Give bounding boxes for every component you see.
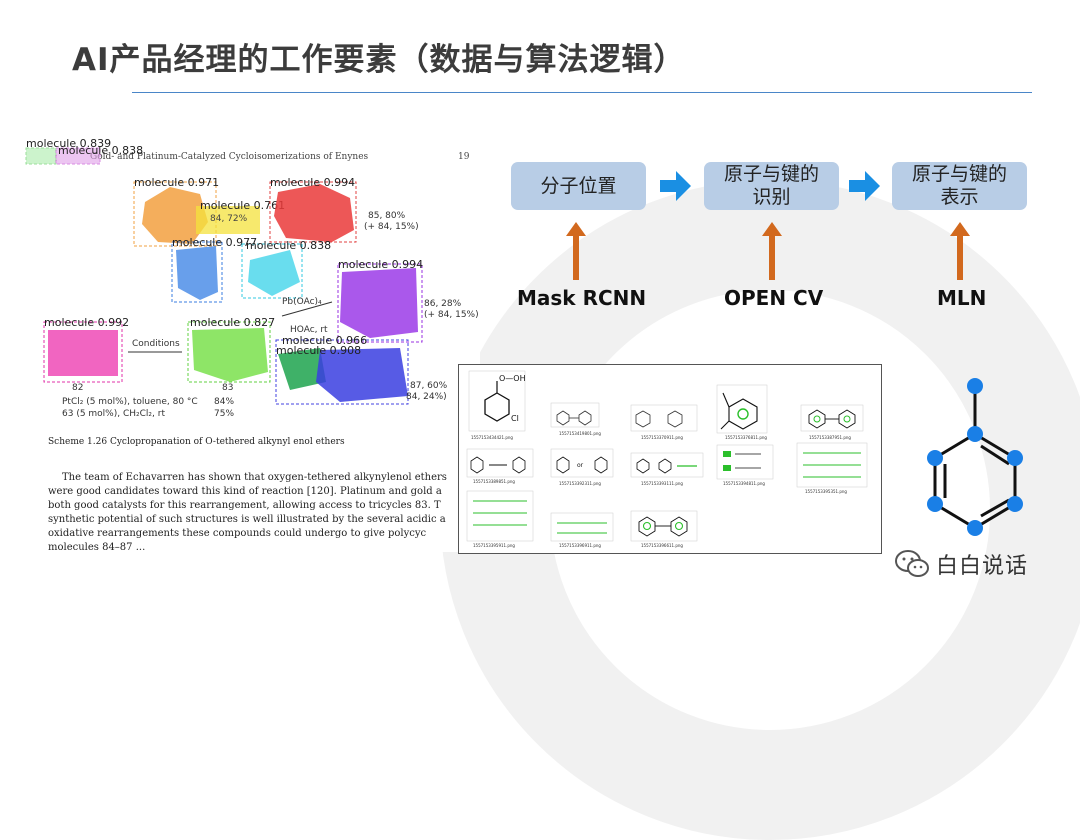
scheme-caption: Scheme 1.26 Cyclopropanation of O-tether… xyxy=(48,437,345,447)
annotation-85: 85, 80% xyxy=(368,211,406,221)
annotation-84: 84, 72% xyxy=(210,214,248,224)
detection-label-5: molecule 0.761 xyxy=(200,199,285,212)
method-mask-rcnn: Mask RCNN xyxy=(517,286,647,310)
detection-label-4: molecule 0.994 xyxy=(270,176,355,189)
molecule-thumbnail xyxy=(716,384,768,434)
detection-label-8: molecule 0.994 xyxy=(338,258,423,271)
body-line-6: molecules 84–87 ... xyxy=(48,542,145,552)
molecule-thumbnail xyxy=(630,510,698,542)
condition-ptcl: PtCl₂ (5 mol%), toluene, 80 °C xyxy=(62,397,198,407)
body-line-5: oxidative rearrangements these compounds… xyxy=(48,528,427,539)
molecule-thumbnail: or xyxy=(550,448,614,478)
thumb-cl-label: Cl xyxy=(511,414,519,423)
title-divider xyxy=(132,92,1032,93)
thumb-caption: 1557153419801.png xyxy=(559,431,601,436)
arrow-up-icon xyxy=(762,222,782,280)
arrow-up-icon xyxy=(950,222,970,280)
molecule-thumbnail xyxy=(466,490,534,542)
molecule-thumbnail xyxy=(716,444,774,480)
annotation-82: 82 xyxy=(72,383,83,393)
molecule-thumbnail xyxy=(630,452,704,478)
molecule-graph-diagram xyxy=(927,378,1023,536)
annotation-conditions: Conditions xyxy=(132,339,180,349)
annotation-87b: 84, 24%) xyxy=(406,392,447,402)
thumb-caption: 1557153396911.png xyxy=(559,543,601,548)
detection-label-2: molecule 0.838 xyxy=(58,144,143,157)
detection-label-1: molecule 0.839 xyxy=(26,137,111,150)
body-line-4: synthetic potential of such structures i… xyxy=(48,514,446,525)
detection-label-9: molecule 0.992 xyxy=(44,316,129,329)
thumb-caption: 1557153434421.png xyxy=(471,435,513,440)
molecule-thumbnail xyxy=(550,512,614,542)
detection-label-3: molecule 0.971 xyxy=(134,176,219,189)
thumb-caption: 1557153389851.png xyxy=(473,479,515,484)
annotation-86b: (+ 84, 15%) xyxy=(424,310,479,320)
thumb-caption: 1557153396611.png xyxy=(641,543,683,548)
atom-node xyxy=(967,520,983,536)
molecule-thumbnail: O—OH Cl xyxy=(468,370,526,432)
annotation-86: 86, 28% xyxy=(424,299,462,309)
atom-node xyxy=(967,426,983,442)
detection-label-6: molecule 0.977 xyxy=(172,236,257,249)
arrow-right-icon xyxy=(660,171,691,201)
thumb-caption: 1557153376811.png xyxy=(725,435,767,440)
step-atom-bond-recognition: 原子与键的 识别 xyxy=(704,162,839,210)
method-mln: MLN xyxy=(937,286,987,310)
molecule-thumbnail xyxy=(796,442,868,488)
brand-watermark: 白白说话 xyxy=(894,548,1028,580)
brand-name: 白白说话 xyxy=(936,554,1029,579)
wechat-icon xyxy=(895,550,929,577)
annotation-pb: Pb(OAc)₄ xyxy=(282,297,322,307)
paper-page-number: 19 xyxy=(458,152,470,162)
molecule-thumbnail xyxy=(630,404,698,432)
thumb-caption: 1557153393111.png xyxy=(641,481,683,486)
molecule-thumbnail xyxy=(466,448,534,478)
detection-label-12: molecule 0.908 xyxy=(276,344,361,357)
thumb-caption: 1557153395911.png xyxy=(473,543,515,548)
thumb-caption: 1557153394811.png xyxy=(723,481,765,486)
molecule-thumbnail xyxy=(550,402,600,428)
paper-detection-image: Gold- and Platinum-Catalyzed Cycloisomer… xyxy=(20,132,480,553)
atom-node xyxy=(927,450,943,466)
condition-ptcl-yield: 84% xyxy=(214,397,234,407)
atom-node xyxy=(1007,496,1023,512)
arrow-right-icon xyxy=(849,171,880,201)
thumb-or-label: or xyxy=(577,462,584,469)
step-atom-bond-representation: 原子与键的 表示 xyxy=(892,162,1027,210)
thumb-cooh-label: O—OH xyxy=(499,374,526,383)
detection-label-7: molecule 0.838 xyxy=(246,239,331,252)
annotation-83: 83 xyxy=(222,383,233,393)
condition-au-yield: 75% xyxy=(214,409,234,419)
thumb-caption: 1557153392311.png xyxy=(559,481,601,486)
thumb-caption: 1557153387951.png xyxy=(809,435,851,440)
atom-node xyxy=(927,496,943,512)
body-line-2: were good candidates toward this kind of… xyxy=(48,486,442,497)
detection-label-11: molecule 0.966 xyxy=(282,334,367,347)
thumb-caption: 1557153395351.png xyxy=(805,489,847,494)
annotation-87: 87, 60% xyxy=(410,381,448,391)
paper-header: Gold- and Platinum-Catalyzed Cycloisomer… xyxy=(90,152,369,162)
arrow-up-icon xyxy=(566,222,586,280)
annotation-85b: (+ 84, 15%) xyxy=(364,222,419,232)
body-line-3: both good catalysts for this rearrangeme… xyxy=(48,500,441,511)
detection-label-10: molecule 0.827 xyxy=(190,316,275,329)
condition-au: 63 (5 mol%), CH₂Cl₂, rt xyxy=(62,409,165,419)
page-title: AI产品经理的工作要素（数据与算法逻辑） xyxy=(72,42,686,78)
atom-node xyxy=(967,378,983,394)
molecule-image-gallery: O—OH Cl 1557153434421.png 1557153419801.… xyxy=(458,364,882,554)
molecule-thumbnail xyxy=(800,404,864,432)
body-line-1: The team of Echavarren has shown that ox… xyxy=(62,472,447,483)
step-molecule-location: 分子位置 xyxy=(511,162,646,210)
atom-node xyxy=(1007,450,1023,466)
thumb-caption: 1557153370911.png xyxy=(641,435,683,440)
method-open-cv: OPEN CV xyxy=(724,286,824,310)
annotation-hoac: HOAc, rt xyxy=(290,325,328,335)
